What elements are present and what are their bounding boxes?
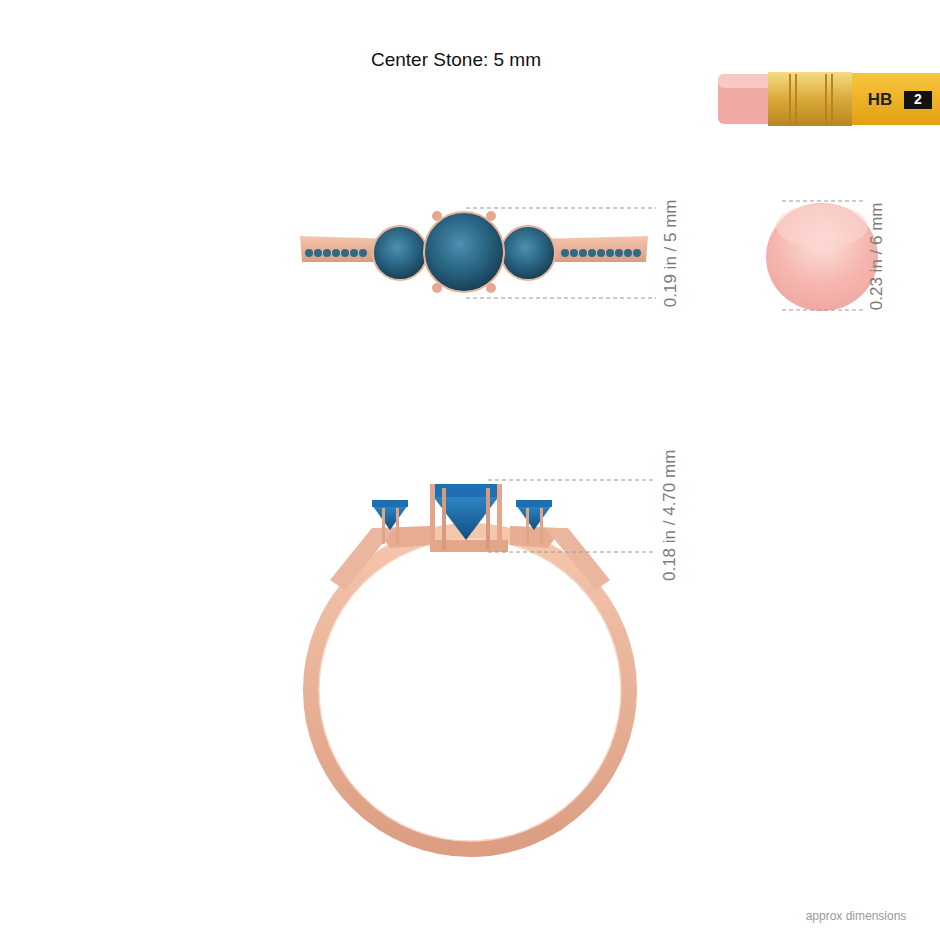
- dimension-label: 0.23 in / 6 mm: [868, 202, 887, 310]
- pencil-number: 2: [914, 92, 922, 107]
- dimension-label: 0.18 in / 4.70 mm: [662, 449, 681, 580]
- footnote: approx dimensions: [806, 910, 907, 923]
- dimension-label: 0.19 in / 5 mm: [662, 199, 681, 307]
- title: Center Stone: 5 mm: [371, 50, 541, 71]
- pencil-grade: HB: [868, 91, 893, 110]
